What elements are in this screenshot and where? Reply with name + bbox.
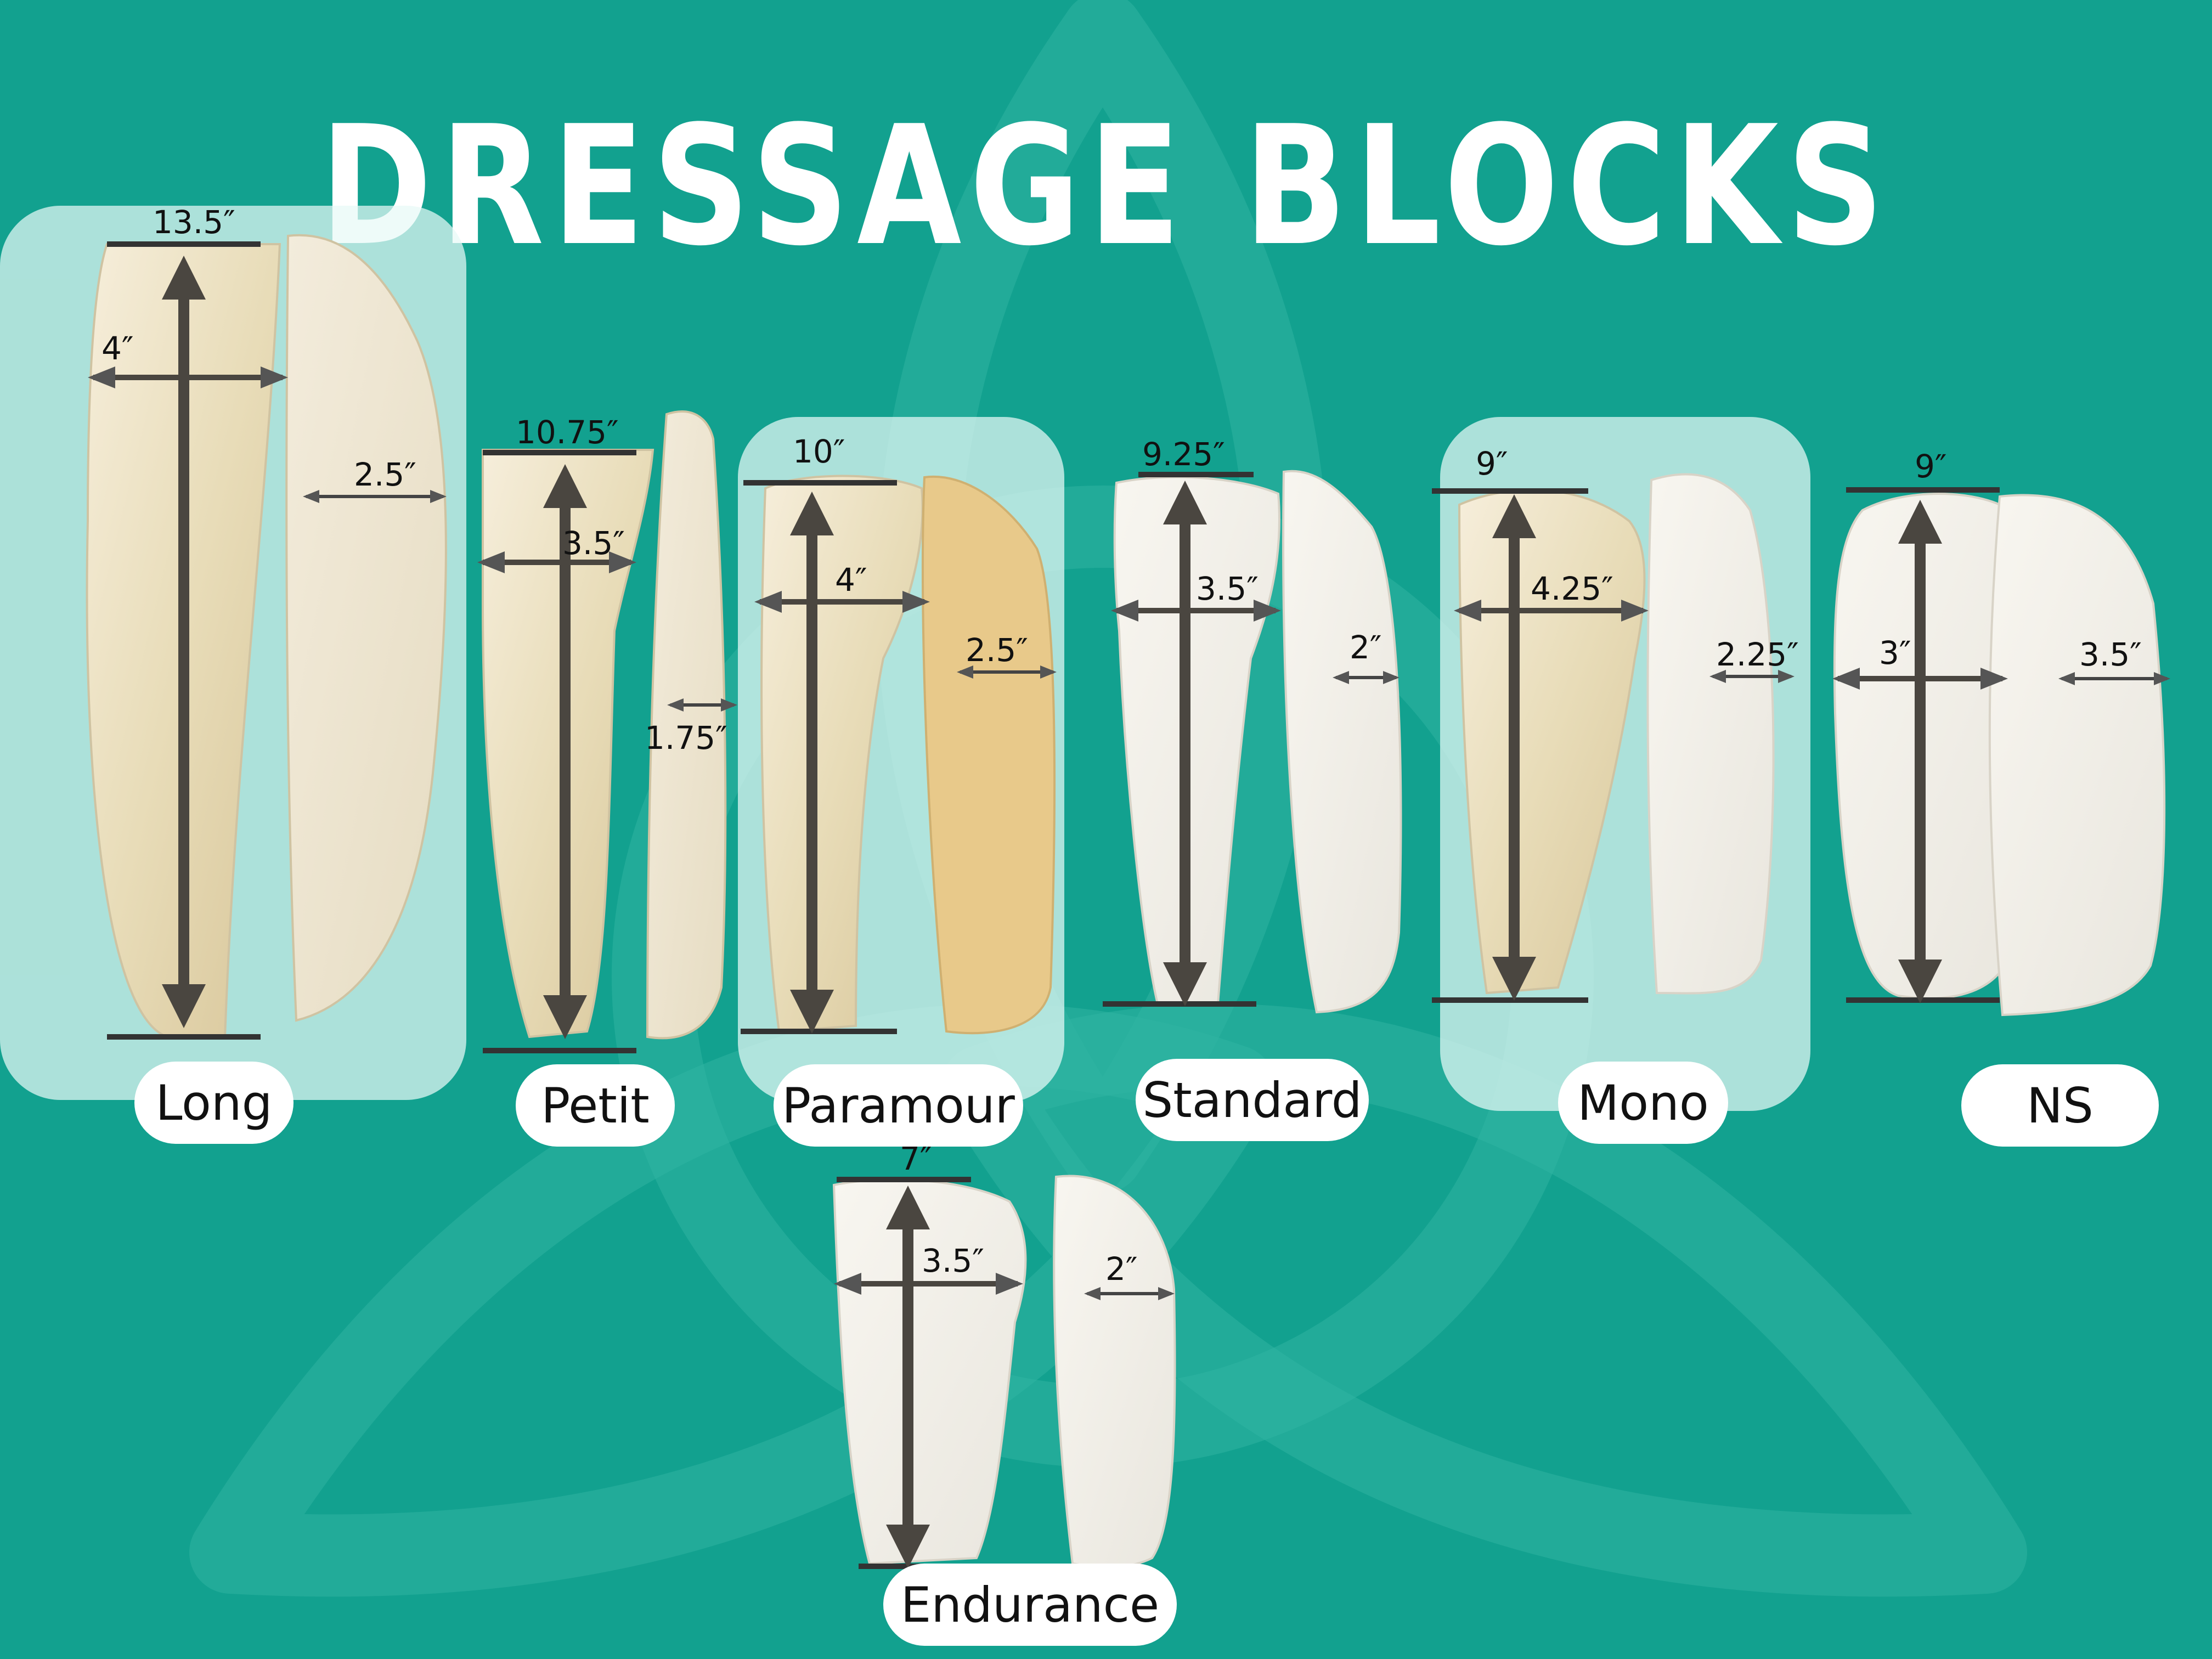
block-petit bbox=[477, 410, 737, 1053]
endurance-width-label: 3.5″ bbox=[922, 1242, 984, 1279]
block-mono bbox=[1432, 473, 1795, 1003]
block-long bbox=[86, 234, 447, 1040]
long-depth-label: 2.5″ bbox=[354, 456, 416, 493]
petit-length-label: 10.75″ bbox=[516, 414, 619, 451]
standard-width-label: 3.5″ bbox=[1196, 570, 1259, 607]
long-width-label: 4″ bbox=[101, 330, 134, 367]
page-title: DRESSAGE BLOCKS bbox=[320, 91, 1892, 282]
block-paramour bbox=[741, 475, 1057, 1035]
standard-length-label: 9.25″ bbox=[1142, 436, 1225, 473]
label-endurance: Endurance bbox=[883, 1564, 1177, 1646]
label-long: Long bbox=[134, 1062, 294, 1144]
mono-width-label: 4.25″ bbox=[1531, 570, 1613, 607]
ns-depth-label: 3.5″ bbox=[2079, 636, 2142, 673]
mono-length-label: 9″ bbox=[1476, 445, 1508, 482]
petit-width-label: 3.5″ bbox=[562, 524, 625, 562]
mono-depth-label: 2.25″ bbox=[1716, 636, 1799, 673]
label-paramour: Paramour bbox=[774, 1064, 1023, 1147]
endurance-depth-label: 2″ bbox=[1105, 1250, 1138, 1288]
block-ns bbox=[1832, 487, 2170, 1017]
label-ns: NS bbox=[1961, 1064, 2159, 1147]
ns-width-label: 3″ bbox=[1879, 634, 1911, 672]
petit-depth-label: 1.75″ bbox=[645, 719, 727, 757]
paramour-width-label: 4″ bbox=[835, 561, 867, 599]
paramour-length-label: 10″ bbox=[793, 433, 845, 470]
label-petit: Petit bbox=[516, 1064, 675, 1147]
block-endurance bbox=[832, 1175, 1176, 1569]
long-length-label: 13.5″ bbox=[153, 204, 235, 241]
paramour-depth-label: 2.5″ bbox=[966, 631, 1028, 669]
ns-length-label: 9″ bbox=[1915, 448, 1947, 485]
block-standard bbox=[1103, 470, 1402, 1014]
label-mono: Mono bbox=[1558, 1062, 1728, 1144]
label-standard: Standard bbox=[1136, 1059, 1369, 1141]
standard-depth-label: 2″ bbox=[1350, 629, 1382, 666]
